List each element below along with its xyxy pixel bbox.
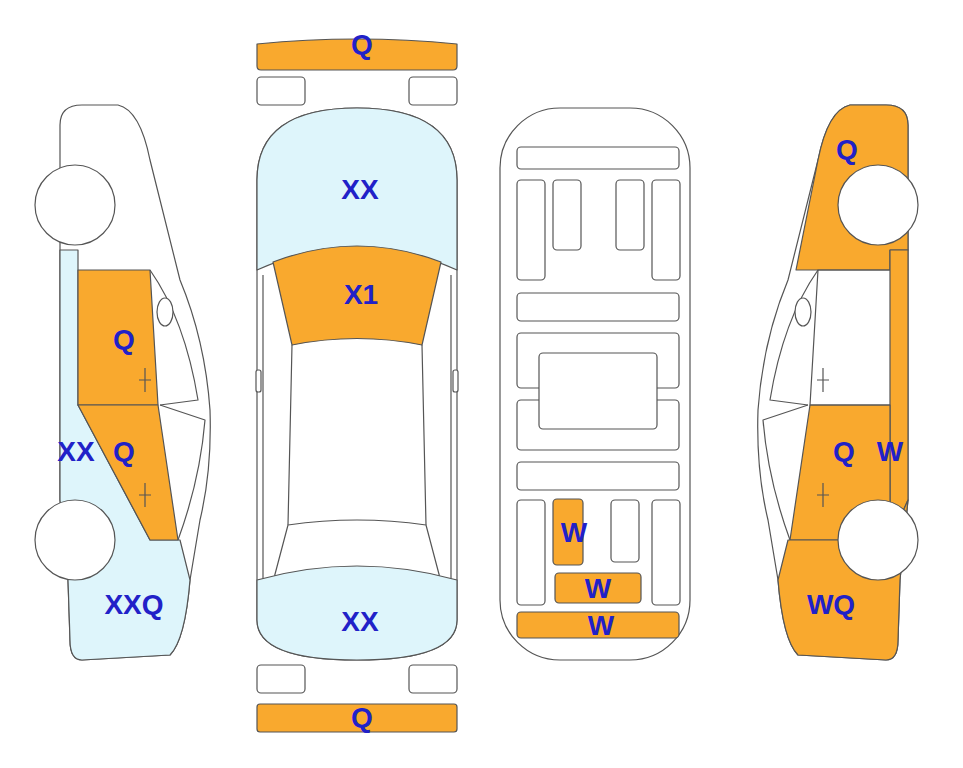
window-line — [160, 405, 205, 540]
body-outline — [257, 108, 457, 660]
rear-bumper — [257, 704, 457, 732]
body-line — [263, 275, 451, 600]
sill-panel — [890, 250, 908, 540]
door-handle — [139, 368, 151, 392]
frame-member — [517, 180, 545, 280]
mirror — [256, 370, 261, 392]
frame-member — [517, 147, 679, 169]
damage-code: XX — [341, 608, 378, 636]
frame-member — [517, 293, 679, 321]
headlight — [409, 77, 457, 105]
mirror — [157, 298, 173, 326]
frame-member — [652, 500, 680, 605]
underbody-outline — [500, 108, 690, 660]
damage-code: Q — [836, 136, 858, 164]
damage-code: X1 — [344, 281, 378, 309]
trunk-panel — [257, 566, 457, 660]
headlight — [257, 77, 305, 105]
mirror — [453, 370, 458, 392]
left-side-view — [35, 105, 210, 660]
top-view — [256, 39, 458, 732]
floor-pan — [539, 353, 657, 429]
door-handle — [817, 483, 829, 507]
frame-member-damaged — [555, 573, 641, 603]
door-handle — [817, 368, 829, 392]
damage-code: W — [877, 438, 903, 466]
window-line — [770, 270, 818, 405]
windshield — [273, 246, 441, 345]
right-side-view — [758, 105, 918, 660]
window-line — [150, 270, 198, 405]
wheel — [35, 500, 115, 580]
damage-code: Q — [113, 438, 135, 466]
damage-code: Q — [351, 31, 373, 59]
frame-member — [517, 462, 679, 490]
door-line — [810, 270, 890, 405]
damage-code: XX — [341, 176, 378, 204]
door-handle — [139, 483, 151, 507]
damage-code: XXQ — [104, 591, 163, 619]
frame-member — [611, 500, 639, 562]
wheel — [838, 500, 918, 580]
taillight — [409, 665, 457, 693]
wheel — [35, 165, 115, 245]
taillight — [257, 665, 305, 693]
front-door-panel — [78, 270, 158, 405]
damage-code: Q — [113, 326, 135, 354]
damage-code: WQ — [807, 591, 855, 619]
damage-code: W — [561, 519, 587, 547]
damage-code: Q — [351, 704, 373, 732]
frame-member — [553, 180, 581, 250]
damage-code: W — [585, 575, 611, 603]
damage-code: W — [588, 612, 614, 640]
frame-member — [616, 180, 644, 250]
roof-line — [288, 345, 426, 525]
mirror — [795, 298, 811, 326]
damage-code: XX — [57, 438, 94, 466]
frame-member — [517, 500, 545, 605]
underbody-view — [500, 108, 690, 660]
frame-member — [652, 180, 680, 280]
wheel — [838, 165, 918, 245]
drawing-part — [35, 39, 918, 732]
window-line — [763, 405, 808, 540]
damage-code: Q — [833, 438, 855, 466]
